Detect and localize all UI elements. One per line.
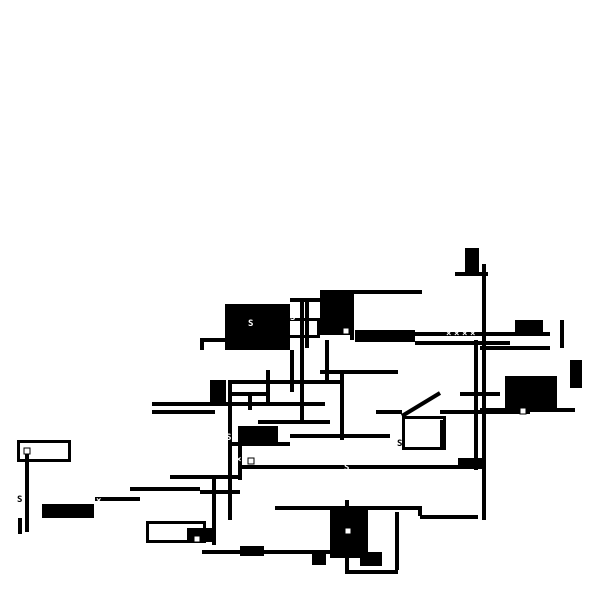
corridor [300, 300, 304, 420]
corridor [325, 340, 329, 380]
corridor [170, 475, 238, 479]
corridor [340, 370, 344, 440]
room-wall [146, 540, 206, 543]
item-box [344, 527, 352, 535]
hazard-marker: × [462, 329, 467, 339]
spawn-marker: S [290, 313, 295, 323]
corridor [200, 338, 204, 350]
item-box [342, 327, 350, 335]
corridor-diagonal [400, 391, 442, 418]
room-block [210, 380, 226, 404]
corridor [395, 512, 399, 570]
room-wall [443, 416, 446, 450]
room-wall [68, 440, 71, 462]
corridor [480, 346, 550, 350]
spawn-marker: S [397, 439, 402, 449]
spawn-marker: S [248, 319, 253, 329]
corridor [266, 370, 270, 402]
room-block [515, 320, 543, 334]
room-wall [270, 318, 320, 321]
room-block [360, 552, 382, 566]
corridor [248, 392, 252, 410]
hazard-marker: × [454, 329, 459, 339]
corridor [320, 370, 398, 374]
room-wall [270, 335, 320, 338]
item-box [519, 407, 527, 415]
item-box [193, 535, 201, 543]
corridor [152, 402, 325, 406]
room-wall [146, 521, 149, 543]
spawn-marker: S [397, 439, 402, 449]
spawn-marker: S [17, 495, 22, 505]
corridor [95, 497, 140, 501]
corridor [415, 341, 510, 345]
room-block [570, 360, 582, 388]
item-box [247, 457, 255, 465]
corridor [130, 487, 200, 491]
hazard-marker: × [446, 329, 451, 339]
room-wall [270, 318, 273, 338]
corridor [474, 340, 478, 470]
room-wall [402, 447, 446, 450]
corridor [238, 465, 485, 469]
room-wall [146, 521, 206, 524]
room-wall [17, 440, 20, 462]
room-block [238, 426, 278, 444]
corridor [230, 380, 340, 384]
room-block [458, 458, 482, 468]
room-block [225, 304, 290, 350]
room-wall [402, 416, 405, 450]
hazard-marker: × [96, 496, 101, 506]
room-block [187, 528, 215, 542]
corridor [290, 350, 294, 392]
corridor [258, 420, 330, 424]
spawn-marker: S [486, 351, 491, 361]
room-wall [17, 459, 71, 462]
room-wall [402, 416, 446, 419]
corridor [200, 490, 240, 494]
spawn-marker: S [344, 463, 349, 473]
corridor [420, 515, 478, 519]
room-block [312, 553, 326, 565]
corridor [305, 298, 309, 348]
corridor [460, 392, 500, 396]
room-wall [317, 318, 320, 338]
corridor [560, 320, 564, 348]
hazard-marker: × [470, 329, 475, 339]
corridor [202, 550, 330, 554]
corridor [376, 410, 402, 414]
corridor [212, 476, 216, 545]
corridor [25, 450, 29, 532]
room-block [42, 504, 94, 518]
corridor [200, 338, 230, 342]
corridor [418, 506, 422, 516]
room-block [465, 248, 479, 274]
spawn-marker: S [320, 391, 325, 401]
corridor-layer [18, 264, 575, 574]
corridor [152, 410, 215, 414]
room-block [505, 376, 557, 412]
corridor [482, 264, 486, 520]
room-block [355, 330, 415, 342]
room-wall [17, 440, 71, 443]
corridor [355, 332, 550, 336]
room-layer [17, 248, 582, 566]
corridor [345, 570, 398, 574]
corridor [350, 290, 422, 294]
spawn-marker: S [17, 495, 22, 505]
corridor [238, 440, 242, 480]
corridor [350, 290, 354, 340]
corridor [440, 420, 444, 448]
item-box [23, 447, 31, 455]
room-wall [203, 521, 206, 543]
spawn-marker: S [226, 433, 231, 443]
corridor [228, 380, 232, 520]
hazard-marker: × [236, 455, 241, 465]
room-block [240, 546, 264, 556]
corridor [18, 518, 22, 534]
